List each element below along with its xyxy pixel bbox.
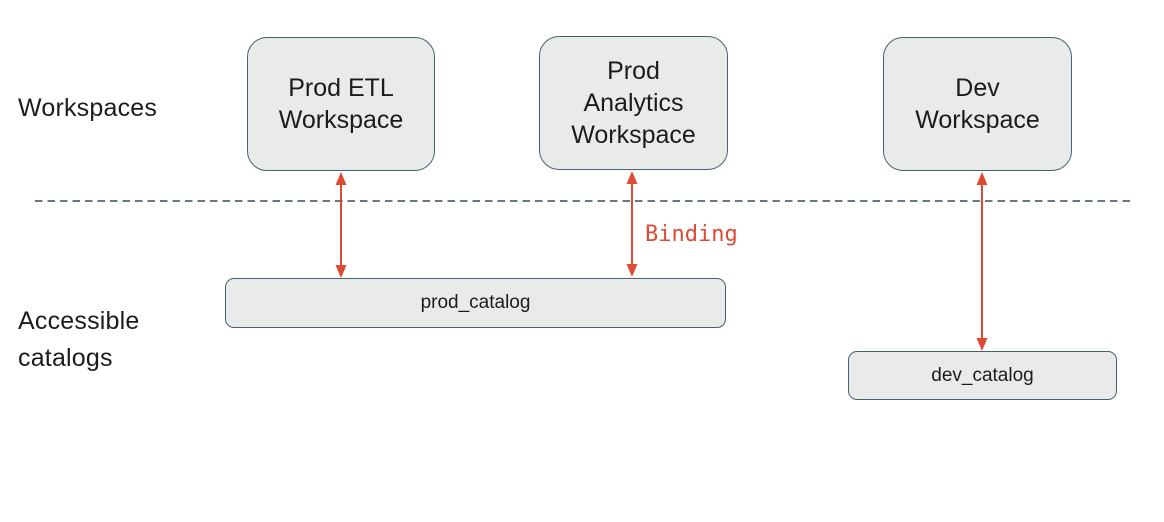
binding-arrow-dev	[976, 172, 988, 351]
catalog-node-prod: prod_catalog	[225, 278, 726, 328]
binding-arrow-prod-analytics-head-down	[626, 264, 638, 277]
workspace-node-dev-label: Dev Workspace	[915, 74, 1040, 134]
workspace-node-prod-analytics: Prod Analytics Workspace	[539, 36, 728, 170]
workspace-node-prod-analytics-label: Prod Analytics Workspace	[571, 57, 696, 149]
binding-arrow-prod-analytics	[626, 171, 638, 277]
catalog-node-prod-label: prod_catalog	[420, 292, 531, 313]
binding-arrow-dev-head-down	[976, 338, 988, 351]
catalog-node-dev: dev_catalog	[848, 351, 1117, 400]
workspaces-row-label: Workspaces	[18, 94, 158, 122]
binding-arrow-prod-etl	[335, 172, 347, 278]
binding-annotation-label: Binding	[645, 222, 738, 247]
binding-arrow-prod-analytics-head-up	[626, 171, 638, 184]
accessible-catalogs-row-label: Accessible catalogs	[18, 307, 140, 372]
catalog-node-dev-label: dev_catalog	[931, 364, 1034, 386]
workspace-node-prod-etl: Prod ETL Workspace	[247, 37, 435, 171]
workspace-node-dev: Dev Workspace	[883, 37, 1072, 171]
binding-arrow-dev-head-up	[976, 172, 988, 185]
binding-arrow-prod-etl-head-down	[335, 265, 347, 278]
binding-arrow-prod-etl-head-up	[335, 172, 347, 185]
workspace-node-prod-etl-label: Prod ETL Workspace	[278, 74, 404, 134]
